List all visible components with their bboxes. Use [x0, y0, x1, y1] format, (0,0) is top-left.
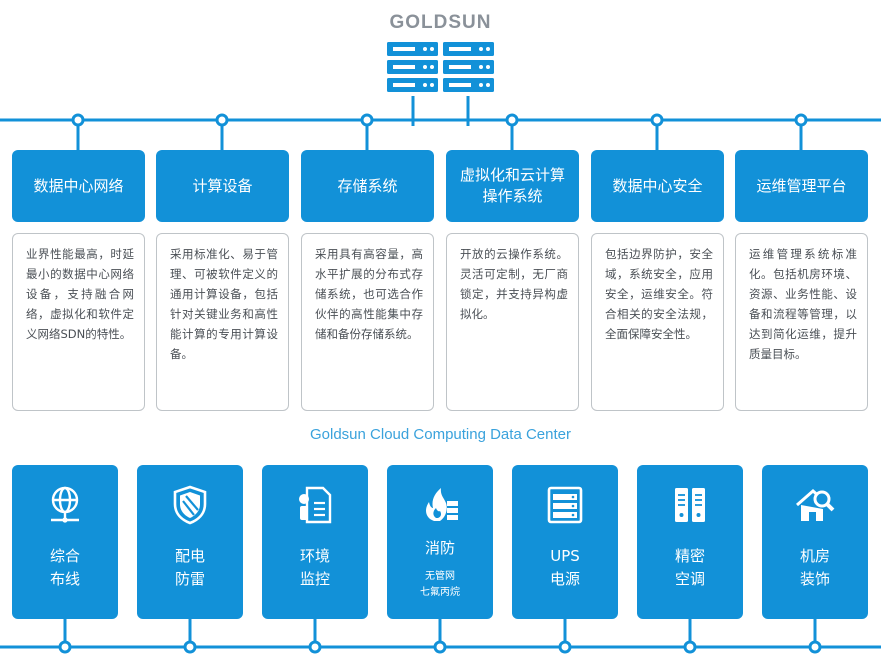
document-monitor-icon	[299, 486, 332, 524]
category-desc-storage: 采用具有高容量，高水平扩展的分布式存储系统，也可选合作伙伴的高性能集中存储和备份…	[301, 233, 434, 411]
air-conditioner-icon	[675, 488, 705, 522]
server-rack-icon	[387, 42, 494, 92]
category-title: 数据中心安全	[612, 176, 703, 195]
category-card-storage: 存储系统	[301, 150, 434, 222]
facility-tile-room-decoration: 机房 装饰	[762, 465, 868, 619]
category-desc-compute: 采用标准化、易于管理、可被软件定义的通用计算设备，包括针对关键业务和高性能计算的…	[156, 233, 289, 411]
category-title: 数据中心网络	[33, 176, 124, 195]
facility-label: UPS 电源	[549, 547, 580, 588]
facility-label: 机房 装饰	[799, 547, 830, 588]
facility-sublabel: 无管网 七氟丙烷	[420, 571, 460, 598]
fire-icon	[426, 488, 458, 521]
center-caption: Goldsun Cloud Computing Data Center	[310, 426, 571, 443]
category-desc-virtualization: 开放的云操作系统。灵活可定制，无厂商锁定，并支持异构虚拟化。	[446, 233, 579, 411]
shield-icon	[173, 485, 207, 525]
facility-label: 精密 空调	[674, 547, 705, 588]
category-card-security: 数据中心安全	[591, 150, 724, 222]
category-desc-network: 业界性能最高，时延最小的数据中心网络设备，支持融合网络，虚拟化和软件定义网络SD…	[12, 233, 145, 411]
category-card-ops: 运维管理平台	[735, 150, 868, 222]
globe-network-icon	[51, 486, 79, 523]
facility-tile-fire: 消防 无管网 七氟丙烷	[387, 465, 493, 619]
category-card-compute: 计算设备	[156, 150, 289, 222]
facility-tile-env-monitoring: 环境 监控	[262, 465, 368, 619]
category-title: 存储系统	[337, 176, 398, 195]
category-card-virtualization: 虚拟化和云计算 操作系统	[446, 150, 579, 222]
category-title: 运维管理平台	[756, 176, 847, 195]
category-title: 计算设备	[192, 176, 253, 195]
category-card-network: 数据中心网络	[12, 150, 145, 222]
facility-label: 环境 监控	[299, 547, 330, 588]
house-search-icon	[796, 489, 835, 521]
facility-tile-cabling: 综合 布线	[12, 465, 118, 619]
facility-label: 综合 布线	[49, 547, 80, 588]
category-desc-ops: 运维管理系统标准化。包括机房环境、资源、业务性能、设备和流程等管理，以达到简化运…	[735, 233, 868, 411]
facility-tile-air-conditioning: 精密 空调	[637, 465, 743, 619]
facility-label: 配电 防雷	[174, 547, 205, 588]
brand-logo-text: GOLDSUN	[389, 12, 492, 33]
ups-rack-icon	[547, 486, 583, 524]
facility-tile-power-protection: 配电 防雷	[137, 465, 243, 619]
category-title: 虚拟化和云计算 操作系统	[459, 166, 565, 205]
category-desc-security: 包括边界防护，安全域，系统安全，应用安全，运维安全。符合相关的安全法规，全面保障…	[591, 233, 724, 411]
facility-label: 消防	[424, 539, 455, 557]
facility-tile-ups: UPS 电源	[512, 465, 618, 619]
